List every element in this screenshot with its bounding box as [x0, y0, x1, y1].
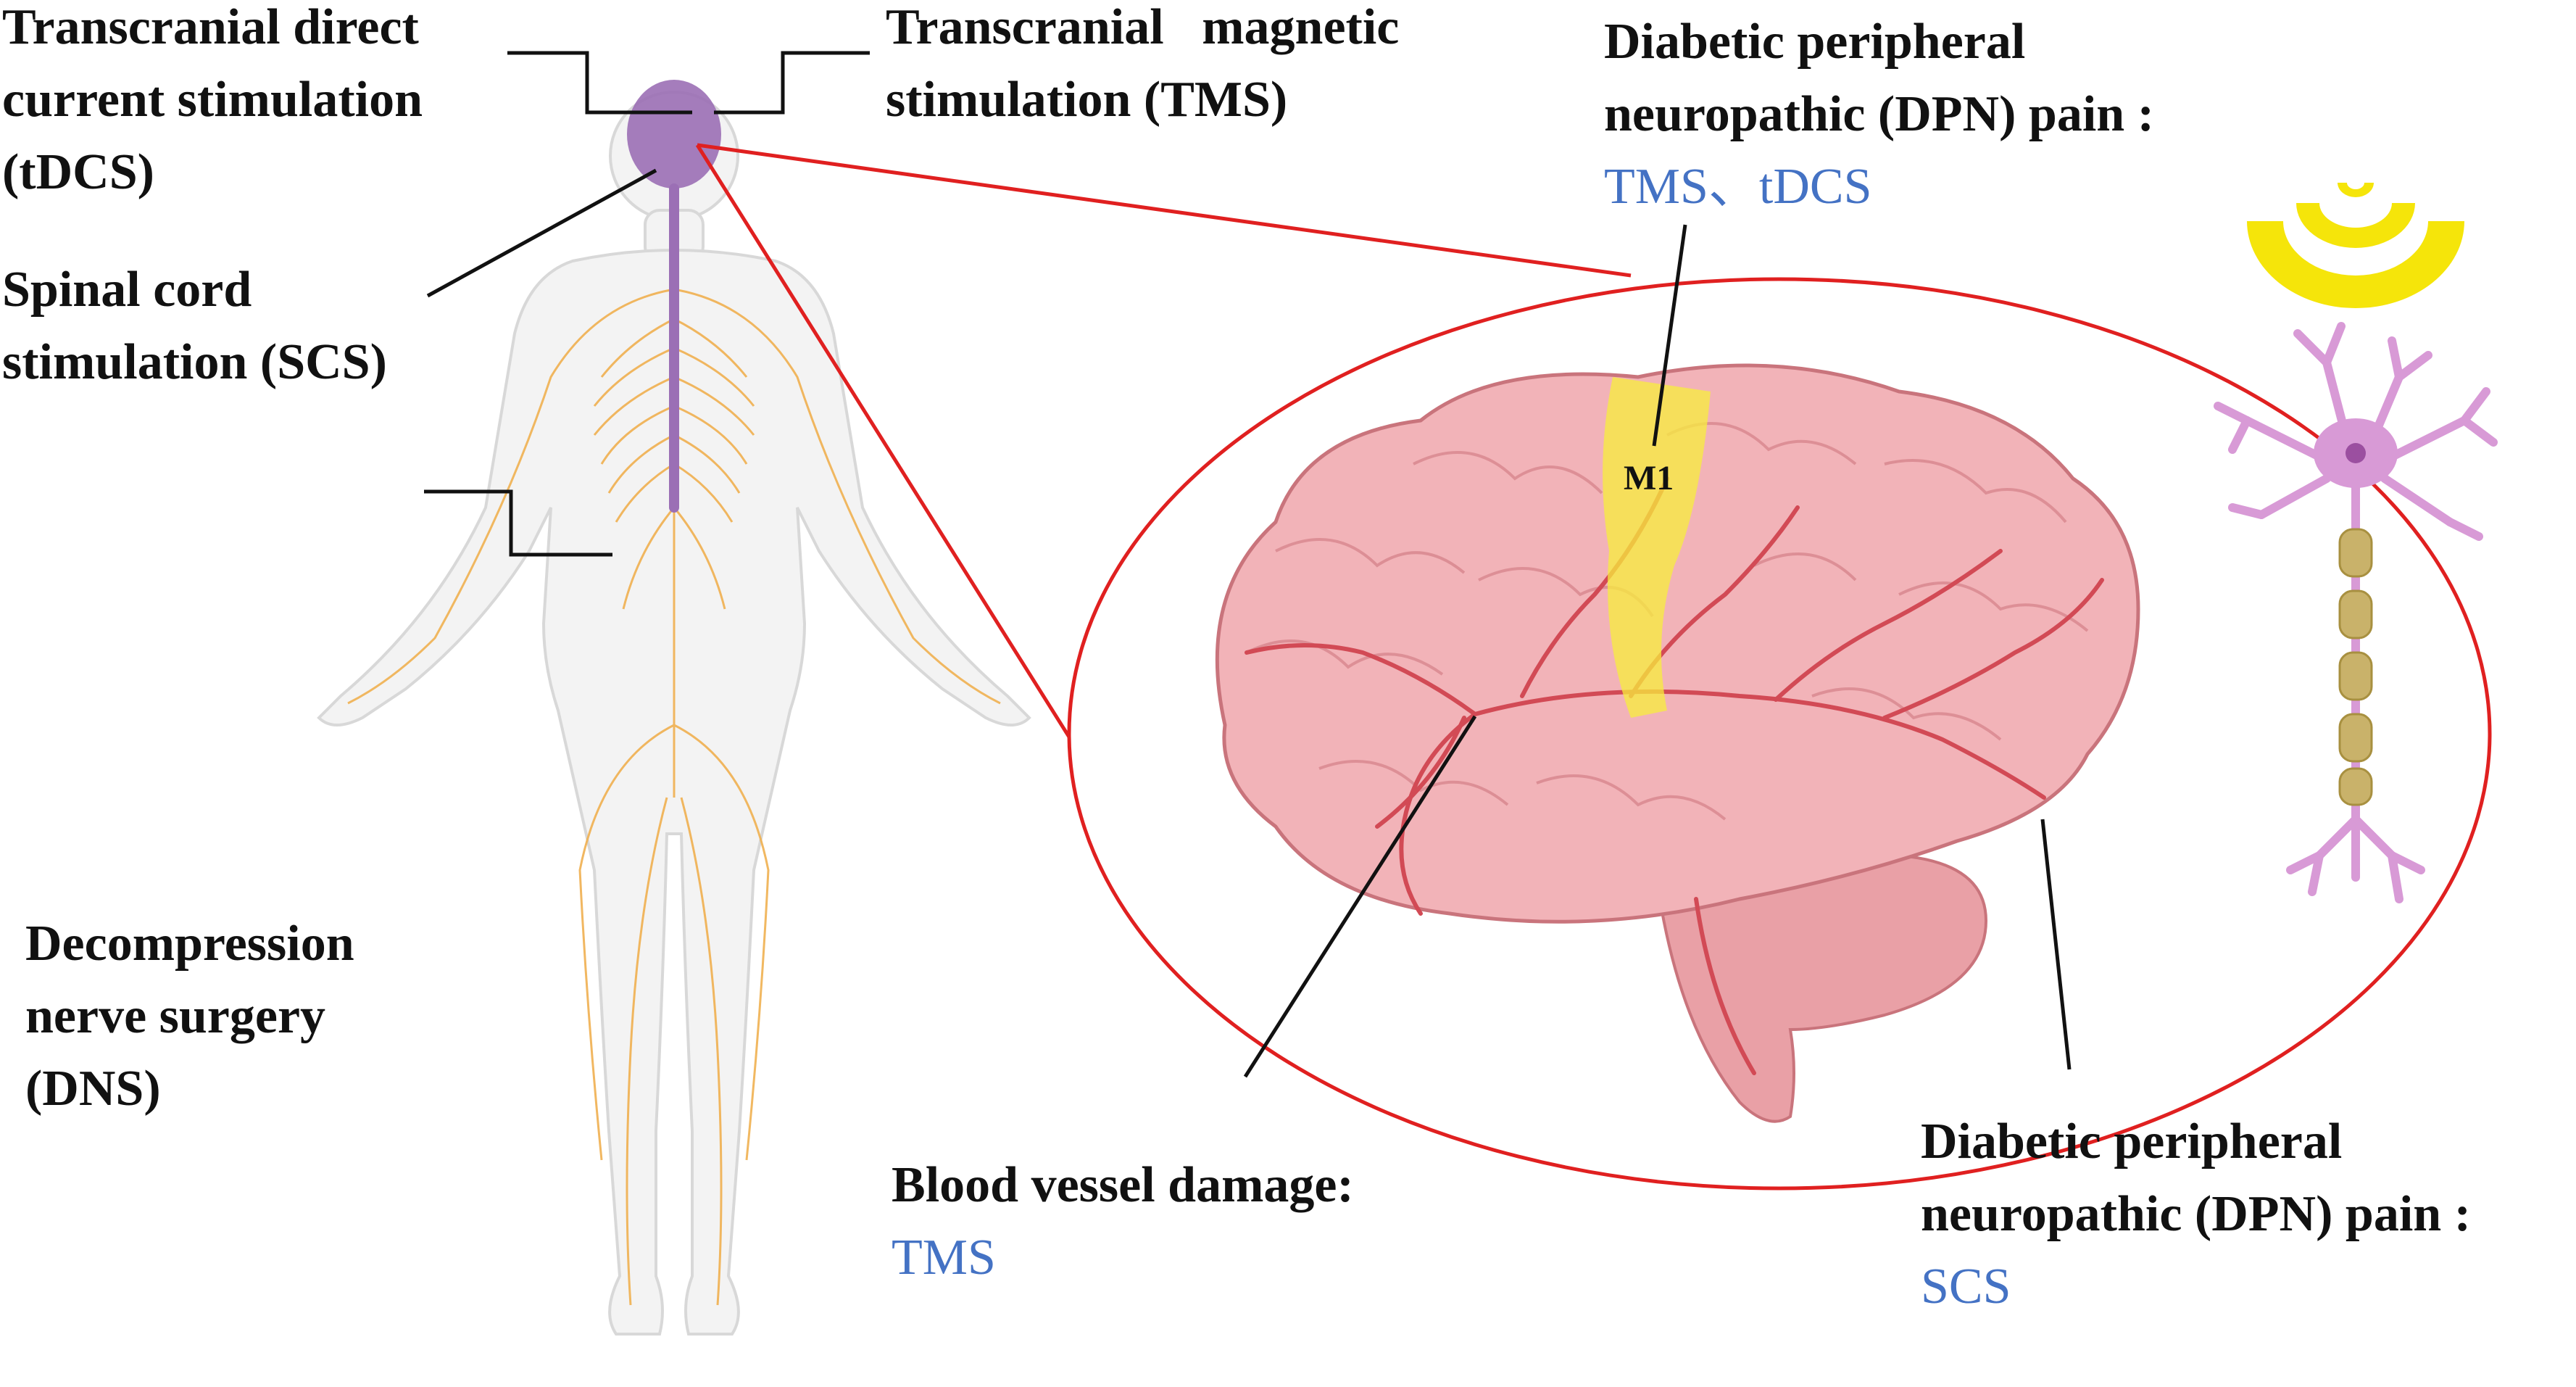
label-tdcs: Transcranial direct current stimulation … — [2, 0, 423, 209]
label-scs: Spinal cord stimulation (SCS) — [2, 254, 387, 399]
label-dpn-bottom-line-2: neuropathic (DPN) pain : — [1921, 1186, 2472, 1242]
label-tms-line-2: stimulation (TMS) — [886, 72, 1288, 128]
label-dns-line-3: (DNS) — [25, 1061, 161, 1117]
label-blood-methods: TMS — [892, 1230, 996, 1285]
label-scs-line-2: stimulation (SCS) — [2, 334, 387, 390]
label-dpn-top-line-1: Diabetic peripheral — [1604, 14, 2026, 70]
leader-line-tms — [714, 51, 870, 115]
label-blood-line-1: Blood vessel damage: — [892, 1157, 1354, 1213]
label-dns: Decompression nerve surgery (DNS) — [25, 908, 354, 1125]
signal-waves — [2247, 183, 2464, 308]
leader-line-tdcs — [507, 51, 692, 115]
leader-line-dpn-bottom — [2040, 819, 2072, 1070]
label-dns-line-2: nerve surgery — [25, 988, 326, 1044]
label-m1: M1 — [1624, 450, 1674, 508]
label-dpn-bottom-methods: SCS — [1921, 1259, 2011, 1314]
label-m1-text: M1 — [1624, 459, 1674, 497]
neuron-illustration — [2214, 183, 2498, 903]
brain-region-highlight — [627, 80, 721, 189]
leader-line-blood — [1243, 715, 1477, 1078]
label-scs-line-1: Spinal cord — [2, 262, 252, 318]
label-dpn-top-line-2: neuropathic (DPN) pain : — [1604, 86, 2155, 142]
peripheral-nerves — [347, 203, 1001, 1306]
label-dpn-top: Diabetic peripheral neuropathic (DPN) pa… — [1604, 6, 2154, 223]
leader-line-scs — [426, 168, 657, 298]
leader-lines — [424, 51, 2072, 1078]
leader-line-m1 — [1652, 224, 1687, 447]
label-dpn-bottom-line-1: Diabetic peripheral — [1921, 1114, 2343, 1169]
label-blood-vessel: Blood vessel damage: TMS — [892, 1149, 1354, 1294]
label-dpn-top-methods: TMS、tDCS — [1604, 159, 1872, 215]
label-tdcs-line-2: current stimulation — [2, 72, 423, 128]
label-tdcs-line-3: (tDCS) — [2, 144, 154, 200]
brain-illustration — [1215, 363, 2140, 1123]
leader-line-dns — [424, 489, 612, 557]
label-dpn-bottom: Diabetic peripheral neuropathic (DPN) pa… — [1921, 1106, 2471, 1323]
label-dns-line-1: Decompression — [25, 916, 354, 972]
label-tdcs-line-1: Transcranial direct — [2, 0, 419, 55]
label-tms-line-1: Transcranial magnetic — [886, 0, 1400, 55]
label-tms: Transcranial magnetic stimulation (TMS) — [886, 0, 1399, 136]
m1-highlight — [1603, 377, 1711, 718]
